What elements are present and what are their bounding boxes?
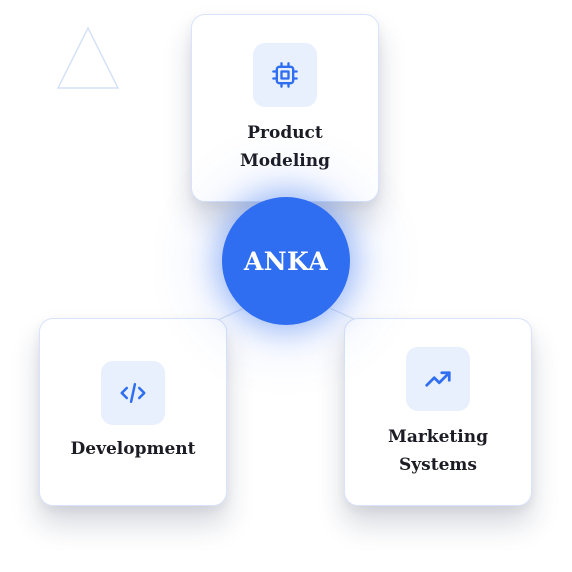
node-card-product-modeling: Product Modeling xyxy=(191,14,379,202)
hub-label: ANKA xyxy=(243,246,329,276)
cpu-chip-icon xyxy=(272,62,298,88)
node-label: Marketing Systems xyxy=(388,427,488,475)
code-icon xyxy=(120,383,146,403)
node-card-marketing-systems: Marketing Systems xyxy=(344,318,532,506)
node-label: Product Modeling xyxy=(239,123,331,171)
icon-tile xyxy=(101,361,165,425)
node-card-development: Development xyxy=(39,318,227,506)
trending-up-icon xyxy=(425,371,451,387)
icon-tile xyxy=(406,347,470,411)
node-label: Development xyxy=(70,439,196,459)
decorative-triangle-icon xyxy=(56,26,120,89)
hub-node: ANKA xyxy=(222,197,350,325)
icon-tile xyxy=(253,43,317,107)
